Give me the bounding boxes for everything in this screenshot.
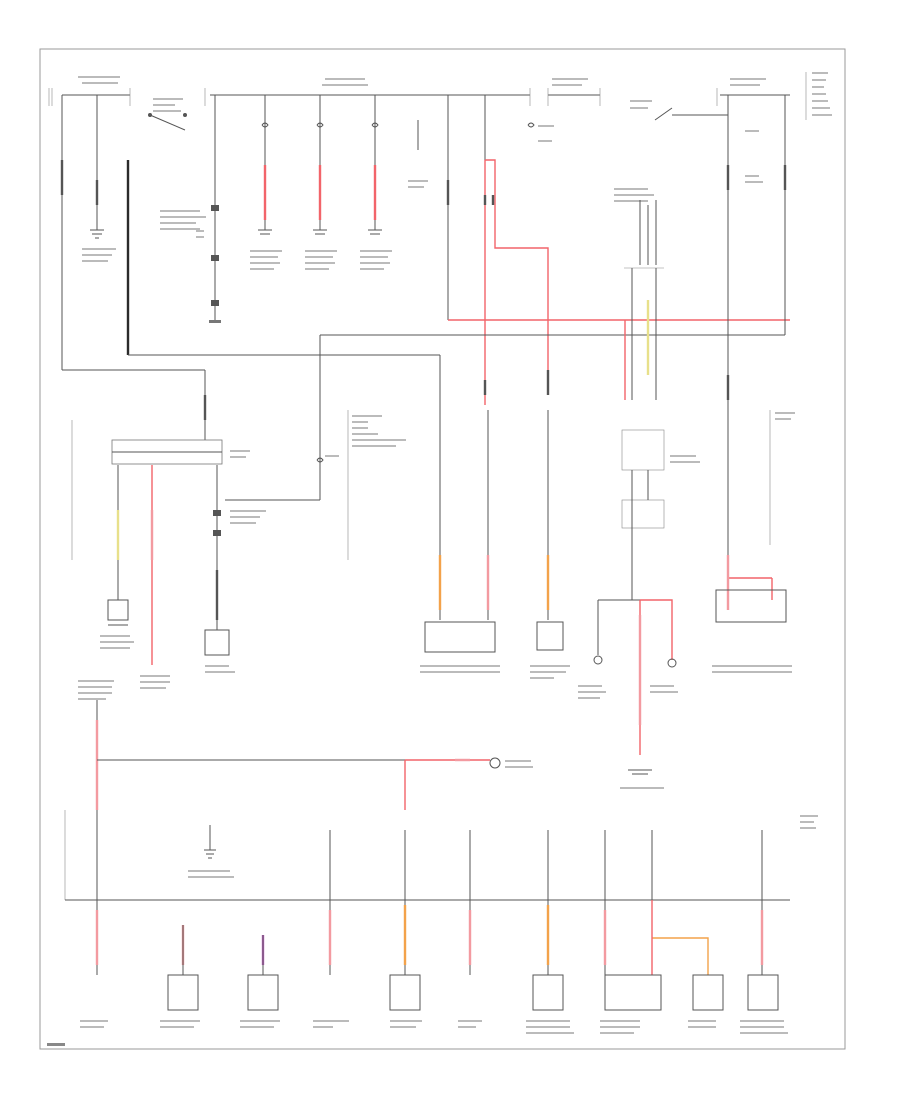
- fuse-icon: [261, 122, 269, 128]
- component-box: [389, 974, 421, 1011]
- component-box: [167, 974, 199, 1011]
- component-box: [107, 599, 129, 621]
- component-box: [604, 974, 662, 1011]
- component-box: [747, 974, 779, 1011]
- connector-icon: [593, 655, 603, 665]
- lower-section: [64, 680, 818, 1034]
- upper-fuse-branches: [160, 95, 790, 405]
- connector-icon: [211, 205, 219, 211]
- left-feeds: [60, 95, 441, 440]
- ground-icon: [90, 229, 104, 239]
- right-top-section: [225, 95, 787, 555]
- ground-icon: [204, 629, 230, 656]
- control-unit-box: [715, 589, 787, 623]
- component-box: [536, 621, 564, 651]
- component-box: [692, 974, 724, 1011]
- diagram-frame: [39, 48, 846, 1050]
- diagram-footer-marker: [47, 1043, 65, 1046]
- control-unit-box: [424, 621, 496, 653]
- component-box: [247, 974, 279, 1011]
- component-box: [532, 974, 564, 1011]
- ignition-switch: [148, 98, 187, 131]
- middle-fuses: [316, 410, 795, 789]
- relay-block-left: [71, 395, 266, 689]
- top-power-bus: [48, 72, 832, 120]
